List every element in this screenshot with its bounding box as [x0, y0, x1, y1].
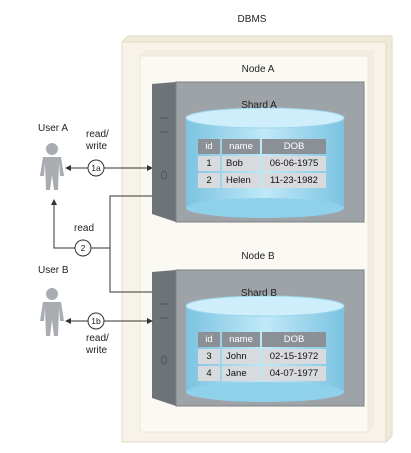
person-icon-user-b	[40, 288, 64, 336]
link-1b-number: 1b	[91, 316, 101, 326]
user-a-access-label: read/ write	[86, 129, 109, 152]
shard-a-label: Shard A	[241, 100, 277, 111]
person-icon-user-a	[40, 143, 64, 190]
column-header-name: name	[222, 139, 260, 154]
shard-b-label: Shard B	[240, 288, 278, 299]
cell-dob: 04-07-1977	[262, 366, 326, 381]
cell-dob: 06-06-1975	[262, 156, 326, 171]
dbms-title: DBMS	[237, 14, 267, 25]
column-header-id: id	[198, 139, 220, 154]
cell-name: Jane	[222, 366, 260, 381]
cell-name: Helen	[222, 173, 260, 188]
cell-dob: 02-15-1972	[262, 349, 326, 364]
shard-b-table: id name DOB 3 John 02-15-1972 4 Jane 04-…	[196, 330, 328, 383]
table-row: 4 Jane 04-07-1977	[198, 366, 326, 381]
cell-id: 4	[198, 366, 220, 381]
cell-dob: 11-23-1982	[262, 173, 326, 188]
cell-id: 3	[198, 349, 220, 364]
column-header-dob: DOB	[262, 332, 326, 347]
table-header-row: id name DOB	[198, 332, 326, 347]
link-2-read	[51, 195, 152, 293]
cell-id: 1	[198, 156, 220, 171]
link-1a	[65, 159, 153, 177]
table-header-row: id name DOB	[198, 139, 326, 154]
link-2-number: 2	[80, 243, 86, 253]
user-b-access-label: read/ write	[86, 333, 109, 356]
table-row: 1 Bob 06-06-1975	[198, 156, 326, 171]
read-label: read	[74, 223, 95, 234]
column-header-name: name	[222, 332, 260, 347]
table-row: 2 Helen 11-23-1982	[198, 173, 326, 188]
user-a-label: User A	[38, 123, 69, 134]
column-header-id: id	[198, 332, 220, 347]
link-1a-number: 1a	[91, 163, 101, 173]
shard-a-table: id name DOB 1 Bob 06-06-1975 2 Helen 11-…	[196, 137, 328, 190]
cell-name: Bob	[222, 156, 260, 171]
table-row: 3 John 02-15-1972	[198, 349, 326, 364]
node-b-label: Node B	[241, 251, 275, 262]
cell-name: John	[222, 349, 260, 364]
node-a-label: Node A	[241, 64, 275, 75]
column-header-dob: DOB	[262, 139, 326, 154]
user-b-label: User B	[38, 265, 69, 276]
cell-id: 2	[198, 173, 220, 188]
link-1b	[65, 312, 153, 330]
